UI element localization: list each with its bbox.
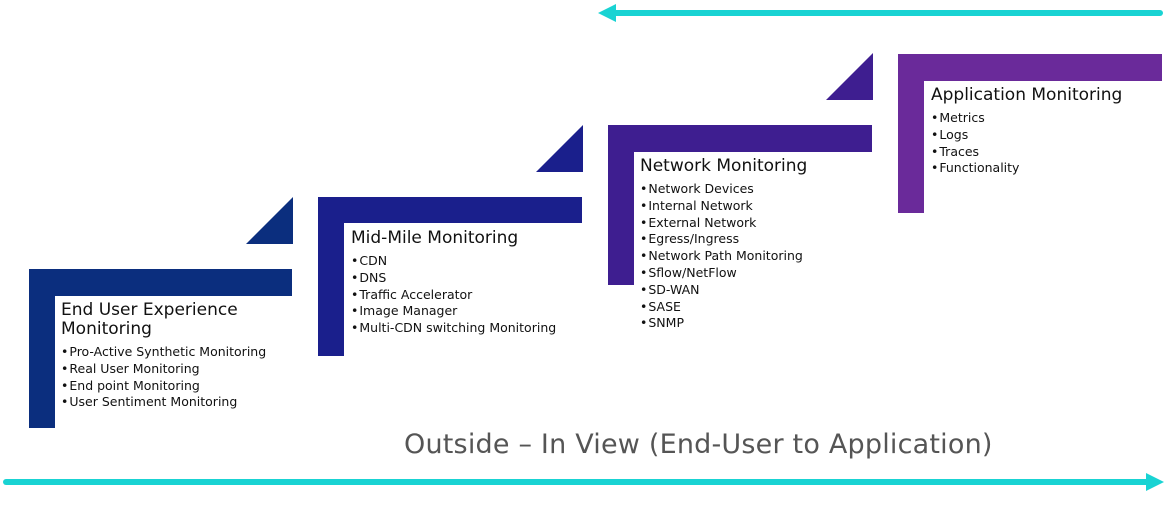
stage-4-content: Application Monitoring Metrics Logs Trac… [931,86,1122,177]
list-item: Internal Network [640,198,807,215]
stage-3-title: Network Monitoring [640,156,808,176]
stage-1-content: End User Experience Monitoring Pro-Activ… [61,301,266,411]
list-item: End point Monitoring [61,378,266,395]
list-item: SD-WAN [640,282,807,299]
arrow-right-icon [1146,473,1164,491]
list-item: Logs [931,127,1122,144]
stage-1-title-line-2: Monitoring [61,319,152,339]
list-item: Functionality [931,160,1122,177]
list-item: External Network [640,215,807,232]
top-arrow [598,4,1163,22]
diagram-caption: Outside – In View (End-User to Applicati… [404,429,993,460]
stage-1-title-line-1: End User Experience [61,300,238,320]
stage-2-list: CDN DNS Traffic Accelerator Image Manage… [351,253,556,337]
stage-3-content: Network Monitoring Network Devices Inter… [640,157,807,332]
list-item: Sflow/NetFlow [640,265,807,282]
stage-3-list: Network Devices Internal Network Externa… [640,181,807,332]
list-item: Image Manager [351,303,556,320]
list-item: Pro-Active Synthetic Monitoring [61,344,266,361]
list-item: DNS [351,270,556,287]
stage-1-title: End User Experience Monitoring [61,301,266,339]
list-item: SNMP [640,315,807,332]
list-item: User Sentiment Monitoring [61,394,266,411]
list-item: Traces [931,144,1122,161]
list-item: Traffic Accelerator [351,287,556,304]
stage-2-title: Mid-Mile Monitoring [351,228,519,248]
bottom-arrow [3,473,1164,491]
arrow-left-icon [598,4,616,22]
list-item: Real User Monitoring [61,361,266,378]
stage-4-list: Metrics Logs Traces Functionality [931,110,1122,177]
list-item: Metrics [931,110,1122,127]
stage-1-list: Pro-Active Synthetic Monitoring Real Use… [61,344,266,411]
list-item: Egress/Ingress [640,231,807,248]
list-item: Network Path Monitoring [640,248,807,265]
list-item: Network Devices [640,181,807,198]
stage-2-content: Mid-Mile Monitoring CDN DNS Traffic Acce… [351,229,556,337]
stage-4-title: Application Monitoring [931,85,1123,105]
list-item: CDN [351,253,556,270]
list-item: SASE [640,299,807,316]
list-item: Multi-CDN switching Monitoring [351,320,556,337]
